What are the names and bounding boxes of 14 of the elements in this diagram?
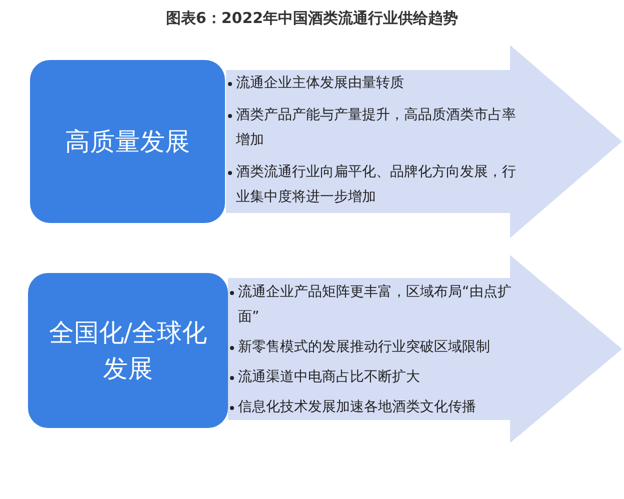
- category-box: [30, 60, 225, 223]
- arrow-shape: [228, 255, 622, 443]
- bullet-text: 流通企业产品矩阵更丰富，区域布局“由点扩面”: [238, 283, 512, 327]
- category-box: [28, 273, 228, 428]
- bullet-text: 流通渠道中电商占比不断扩大: [238, 368, 421, 387]
- category-label: 全国化/全球化发展: [48, 316, 208, 384]
- bullet-text: 酒类产品产能与产量提升，高品质酒类市占率增加: [236, 106, 517, 150]
- bullet-text: 新零售模式的发展推动行业突破区域限制: [238, 338, 491, 357]
- bullet-text: 信息化技术发展加速各地酒类文化传播: [238, 398, 477, 417]
- chart-title: 图表6：2022年中国酒类流通行业供给趋势: [164, 8, 460, 28]
- bullet-text: 酒类流通行业向扁平化、品牌化方向发展，行业集中度将进一步增加: [236, 163, 517, 207]
- arrow-shape: [226, 45, 622, 238]
- bullet-text: 流通企业主体发展由量转质: [236, 74, 405, 93]
- category-label: 高质量发展: [65, 126, 190, 158]
